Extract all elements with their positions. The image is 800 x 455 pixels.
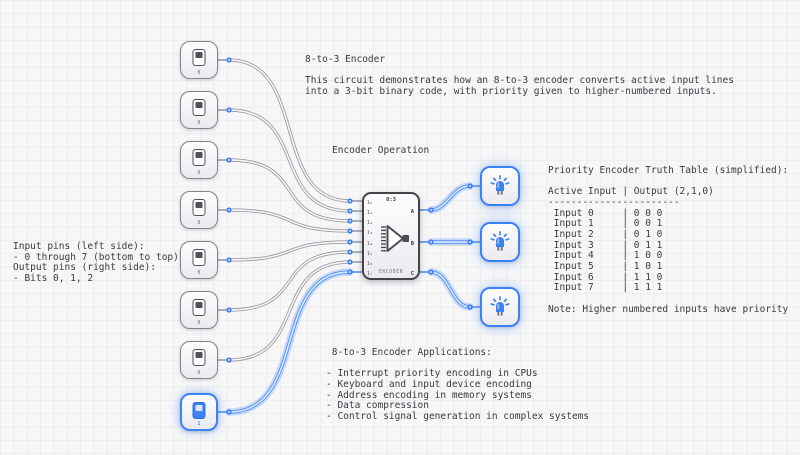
encoder-output-pin-label: B [410,241,414,247]
switch-state-label: 0 [197,71,201,76]
toggle-switch-icon [192,402,206,419]
switch-state-label: 0 [197,371,201,376]
switch-state-label: 1 [197,422,201,427]
input-switch-0[interactable]: 0 [180,41,218,79]
input-switch-5[interactable]: 0 [180,291,218,329]
wire-input-3[interactable] [227,208,352,233]
output-led-c[interactable] [480,287,520,327]
wire-input-1[interactable] [227,108,352,213]
toggle-switch-icon [192,349,206,366]
encoder-output-pin-label: A [410,209,414,215]
output-led-b[interactable] [480,222,520,262]
wire-input-4[interactable] [227,240,352,262]
pin-description-annotation: Input pins (left side): - 0 through 7 (b… [13,241,179,284]
encoder-input-pin-label: I₃ [367,230,373,236]
encoder-component[interactable]: 8:3 I₀ I₁ I₂ I₃ I₄ I₅ I₆ I₇ A B C ENCODE… [362,192,420,280]
encoder-input-pin-label: I₄ [367,241,373,247]
wire-input-2[interactable] [227,158,352,223]
input-switch-2[interactable]: 0 [180,141,218,179]
switch-state-label: 0 [197,171,201,176]
toggle-switch-icon [192,149,206,166]
encoder-input-pin-label: I₆ [367,261,373,267]
toggle-switch-icon [192,99,206,116]
toggle-switch-icon [192,299,206,316]
truth-table-annotation: Priority Encoder Truth Table (simplified… [548,165,789,315]
input-switch-1[interactable]: 0 [180,91,218,129]
encoder-name-label: ENCODER [378,270,404,275]
input-switch-6[interactable]: 0 [180,341,218,379]
encoder-ratio-label: 8:3 [386,197,396,203]
encoder-input-pin-label: I₂ [367,220,373,226]
switch-state-label: 0 [197,221,201,226]
encoder-input-pin-label: I₇ [367,271,373,277]
wire-output-c[interactable] [429,270,472,309]
toggle-switch-icon [192,249,206,266]
wire-input-5[interactable] [227,250,352,312]
encoder-input-pin-label: I₅ [367,251,373,257]
lit-led-icon [490,231,510,251]
lit-led-icon [490,296,510,316]
wire-output-a[interactable] [429,184,472,212]
output-led-a[interactable] [480,166,520,206]
switch-state-label: 0 [197,321,201,326]
wire-input-7[interactable] [227,270,352,414]
lit-led-icon [490,175,510,195]
applications-annotation: 8-to-3 Encoder Applications: - Interrupt… [326,347,590,422]
encoder-funnel-icon [381,225,409,252]
input-switch-7[interactable]: 1 [180,393,218,431]
toggle-switch-icon [192,49,206,66]
title-annotation: 8-to-3 Encoder This circuit demonstrates… [305,54,734,97]
wire-input-6[interactable] [227,260,352,362]
switch-state-label: 0 [197,121,201,126]
encoder-output-pin-label: C [410,271,414,277]
encoder-input-pin-label: I₀ [367,200,373,206]
input-switch-4[interactable]: 0 [180,241,218,279]
port-dots[interactable] [226,57,473,415]
toggle-switch-icon [192,199,206,216]
switch-state-label: 0 [197,271,201,276]
input-switch-3[interactable]: 0 [180,191,218,229]
operation-label: Encoder Operation [332,145,430,156]
wire-input-0[interactable] [227,58,352,203]
encoder-input-pin-label: I₁ [367,210,373,216]
